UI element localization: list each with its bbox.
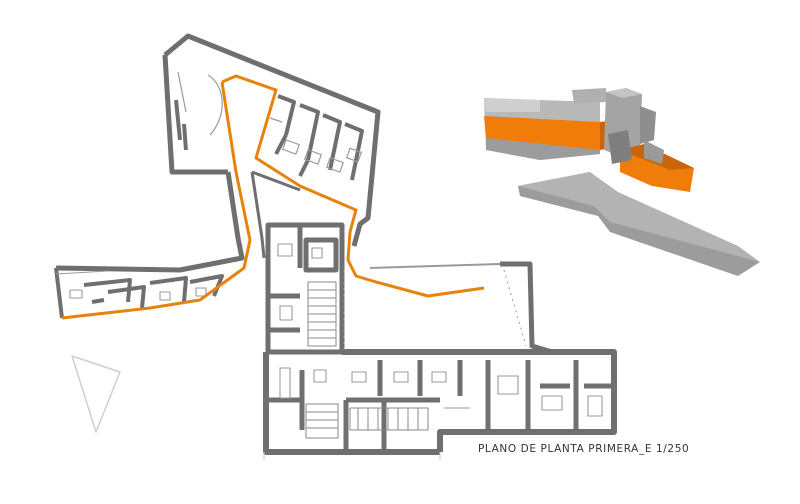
room-furniture [177, 71, 362, 173]
left-wing-furniture [55, 270, 207, 301]
massing-model [484, 88, 760, 276]
courtyard-east-wall [500, 261, 553, 355]
west-stairs [174, 99, 188, 151]
circulation-connector [61, 81, 252, 320]
massing-orange-band [484, 116, 618, 150]
massing-right-wing [620, 150, 694, 192]
upper-wing-plan [162, 33, 381, 247]
left-wing-plan [54, 171, 266, 319]
room-partitions [274, 94, 364, 181]
upper-wing-outline [163, 33, 381, 247]
upper-wing-west-wall [162, 54, 228, 175]
upper-wing-inner-wall [251, 170, 301, 192]
main-building-furniture [277, 243, 603, 417]
main-building-interior-walls [266, 225, 614, 452]
main-building-plan [263, 222, 617, 460]
plan-caption: PLANO DE PLANTA PRIMERA_E 1/250 [478, 443, 689, 455]
left-wing-rooms [83, 274, 224, 309]
circulation-upper-loop [221, 74, 485, 298]
central-stair [305, 281, 429, 439]
north-arrow-icon [71, 355, 121, 433]
courtyard-arches [343, 269, 527, 350]
courtyard-edge [369, 263, 501, 269]
connector-east-wall [250, 171, 266, 259]
left-wing-end-wall [54, 267, 64, 319]
ground-lines [263, 452, 441, 460]
main-building-south-east [437, 349, 617, 452]
circulation-route [61, 74, 485, 320]
left-wing-north-wall [55, 171, 245, 273]
